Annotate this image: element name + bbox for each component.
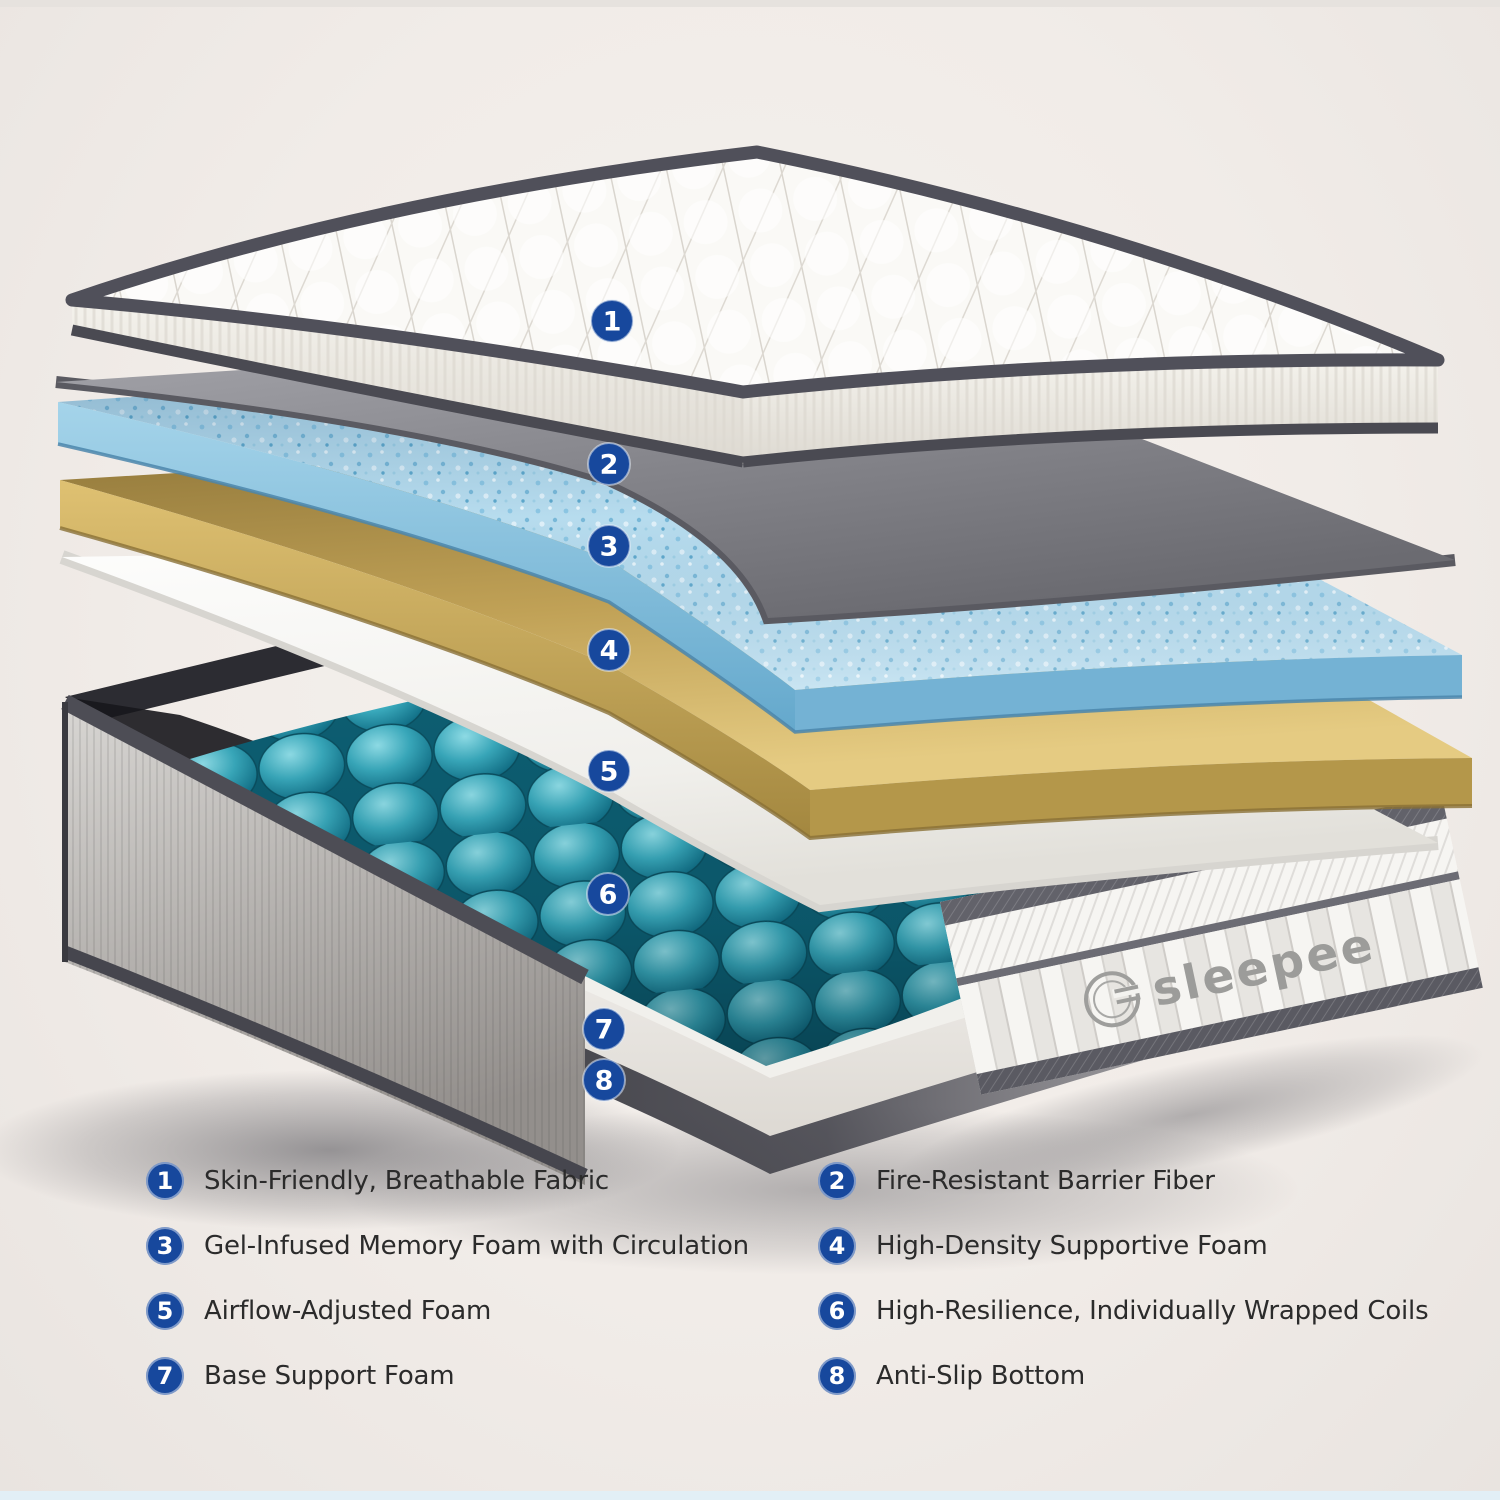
legend-number-badge: 2 bbox=[818, 1162, 856, 1200]
legend-number-badge: 8 bbox=[818, 1357, 856, 1395]
legend-label: Fire-Resistant Barrier Fiber bbox=[876, 1166, 1215, 1196]
legend-item-6: 6 High-Resilience, Individually Wrapped C… bbox=[818, 1292, 1486, 1330]
mattress-bottom-piping-left bbox=[70, 324, 745, 468]
layer-marker-1: 1 bbox=[590, 299, 634, 343]
layer-marker-4: 4 bbox=[587, 628, 631, 672]
panel-top-binding bbox=[61, 694, 589, 985]
top-edge-strip bbox=[0, 0, 1500, 7]
legend-label: Anti-Slip Bottom bbox=[876, 1361, 1085, 1391]
legend-label: Skin-Friendly, Breathable Fabric bbox=[204, 1166, 610, 1196]
layer-marker-number: 5 bbox=[600, 757, 619, 788]
legend: 1 Skin-Friendly, Breathable Fabric 2 Fire-R… bbox=[146, 1162, 1486, 1395]
legend-item-1: 1 Skin-Friendly, Breathable Fabric bbox=[146, 1162, 818, 1200]
legend-item-5: 5 Airflow-Adjusted Foam bbox=[146, 1292, 818, 1330]
layer-marker-number: 6 bbox=[599, 880, 618, 911]
legend-label: High-Density Supportive Foam bbox=[876, 1231, 1268, 1261]
legend-item-4: 4 High-Density Supportive Foam bbox=[818, 1227, 1486, 1265]
legend-label: High-Resilience, Individually Wrapped Co… bbox=[876, 1296, 1429, 1326]
layer-marker-8: 8 bbox=[582, 1058, 626, 1102]
legend-label: Gel-Infused Memory Foam with Circulation bbox=[204, 1231, 749, 1261]
layer-marker-number: 7 bbox=[595, 1015, 614, 1046]
legend-item-7: 7 Base Support Foam bbox=[146, 1357, 818, 1395]
legend-label: Airflow-Adjusted Foam bbox=[204, 1296, 492, 1326]
layer-markers: 1 2 3 4 5 6 7 8 bbox=[582, 299, 634, 1102]
legend-number-badge: 6 bbox=[818, 1292, 856, 1330]
mattress-top-piping bbox=[65, 145, 1445, 399]
legend-number-badge: 4 bbox=[818, 1227, 856, 1265]
layer-marker-number: 2 bbox=[600, 450, 619, 481]
layer-marker-7: 7 bbox=[582, 1007, 626, 1051]
legend-item-3: 3 Gel-Infused Memory Foam with Circulatio… bbox=[146, 1227, 818, 1265]
legend-number-badge: 7 bbox=[146, 1357, 184, 1395]
encasement-left-side-panel bbox=[61, 694, 589, 1185]
legend-number-badge: 5 bbox=[146, 1292, 184, 1330]
layer-marker-2: 2 bbox=[587, 442, 631, 486]
brand-logo-mark-icon bbox=[1084, 971, 1141, 1028]
legend-label: Base Support Foam bbox=[204, 1361, 455, 1391]
legend-item-2: 2 Fire-Resistant Barrier Fiber bbox=[818, 1162, 1486, 1200]
legend-number-badge: 1 bbox=[146, 1162, 184, 1200]
layer-marker-5: 5 bbox=[587, 749, 631, 793]
layer-marker-number: 4 bbox=[600, 636, 619, 667]
legend-item-8: 8 Anti-Slip Bottom bbox=[818, 1357, 1486, 1395]
panel-bottom-binding bbox=[62, 945, 588, 1181]
layer-marker-number: 1 bbox=[603, 307, 622, 338]
layer-quilted-mattress-graphic bbox=[65, 145, 1445, 468]
legend-number-badge: 3 bbox=[146, 1227, 184, 1265]
layer-marker-number: 8 bbox=[595, 1066, 614, 1097]
bottom-edge-strip bbox=[0, 1491, 1500, 1500]
layer-marker-number: 3 bbox=[600, 532, 619, 563]
layer-marker-3: 3 bbox=[587, 524, 631, 568]
layer-marker-6: 6 bbox=[586, 872, 630, 916]
mattress-bottom-piping-right bbox=[742, 422, 1439, 468]
